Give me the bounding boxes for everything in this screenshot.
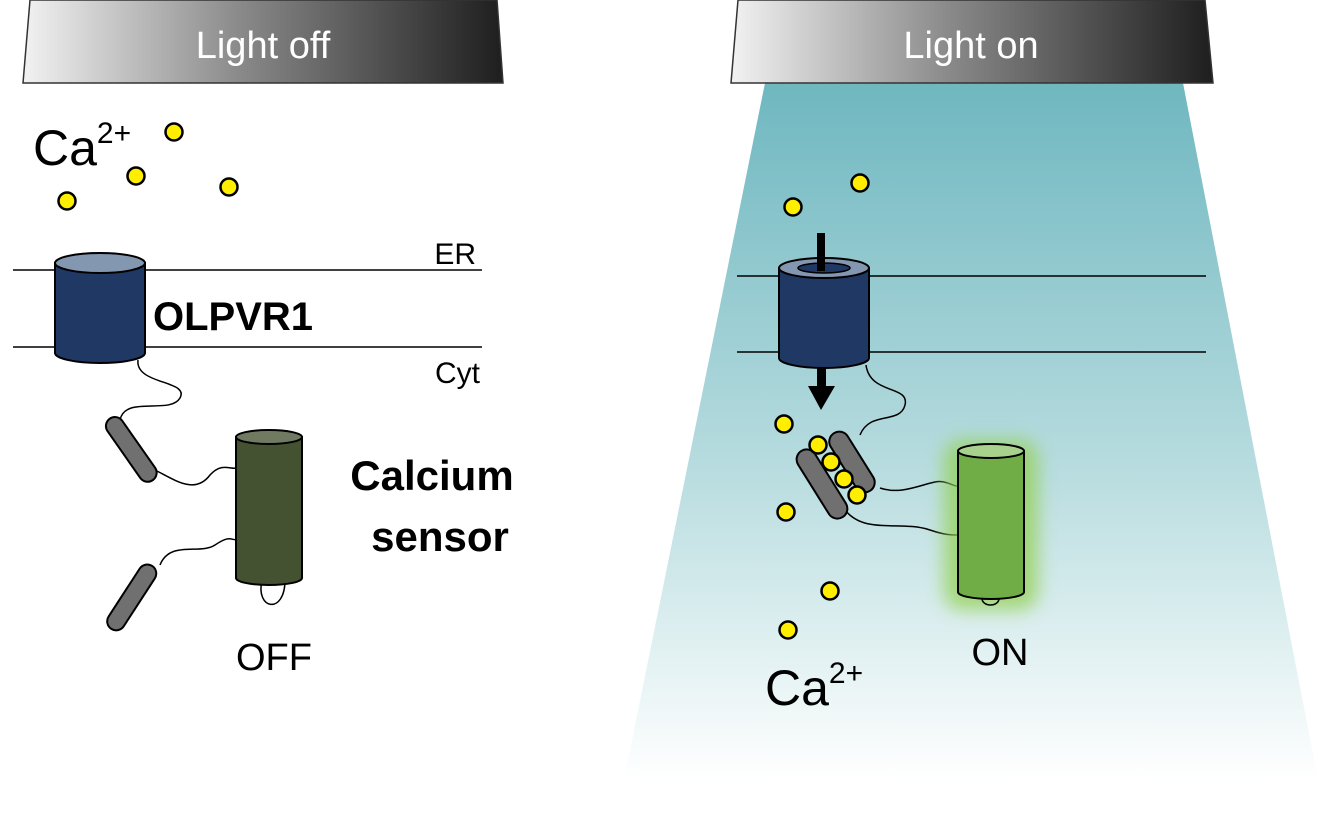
light-beam <box>624 83 1318 780</box>
cam-helix <box>104 416 158 483</box>
banner-text: Light on <box>903 25 1038 67</box>
sensor-state-off: OFF <box>236 637 312 679</box>
ion-flow-arrow-out <box>808 368 835 410</box>
linker <box>154 466 239 486</box>
calcium-ion-bound <box>847 485 867 505</box>
linker <box>859 364 906 436</box>
calcium-label: Ca2+ <box>33 117 131 176</box>
banner-text: Light off <box>196 25 331 67</box>
calcium-label: Ca2+ <box>765 657 863 716</box>
cam-helix <box>106 563 158 632</box>
cyt-label: Cyt <box>435 357 481 390</box>
calcium-sensor-off <box>235 429 303 586</box>
olpvr1-label: OLPVR1 <box>153 295 313 339</box>
calcium-ion <box>783 197 803 217</box>
calcium-ion <box>850 173 870 193</box>
linker <box>119 359 182 421</box>
calcium-ion-bound <box>808 435 828 455</box>
calcium-ion <box>57 191 77 211</box>
banner-light-off: Light off <box>22 0 504 84</box>
olpvr1-channel-open <box>778 257 870 369</box>
linker <box>159 538 239 566</box>
cam-helix <box>795 448 849 520</box>
calcium-ion-bound <box>821 452 841 472</box>
panel-light-on: Light on <box>624 0 1318 780</box>
linker <box>260 579 286 606</box>
calcium-ion <box>164 122 184 142</box>
calcium-sensor-on <box>944 440 1038 610</box>
banner-light-on: Light on <box>730 0 1214 84</box>
sensor-state-on: ON <box>972 632 1029 674</box>
sensor-label-line2: sensor <box>371 513 509 560</box>
bound-calcium-ions <box>808 435 867 505</box>
calcium-ion <box>778 620 798 640</box>
ion-flow-arrow-in <box>817 233 825 271</box>
calcium-ions <box>57 122 239 211</box>
calcium-ion <box>820 581 840 601</box>
olpvr1-channel <box>54 252 146 364</box>
calcium-ions <box>774 173 870 640</box>
calcium-ion <box>126 166 146 186</box>
panel-light-off: Light off Ca2+ ER Cyt OLPVR1 Cal <box>13 0 514 679</box>
calcium-ion <box>776 502 796 522</box>
calcium-ion-bound <box>834 469 854 489</box>
er-label: ER <box>434 238 476 271</box>
calcium-ion <box>219 177 239 197</box>
cam-helix <box>828 430 876 494</box>
sensor-label-line1: Calcium <box>350 452 513 499</box>
calcium-ion <box>774 414 794 434</box>
